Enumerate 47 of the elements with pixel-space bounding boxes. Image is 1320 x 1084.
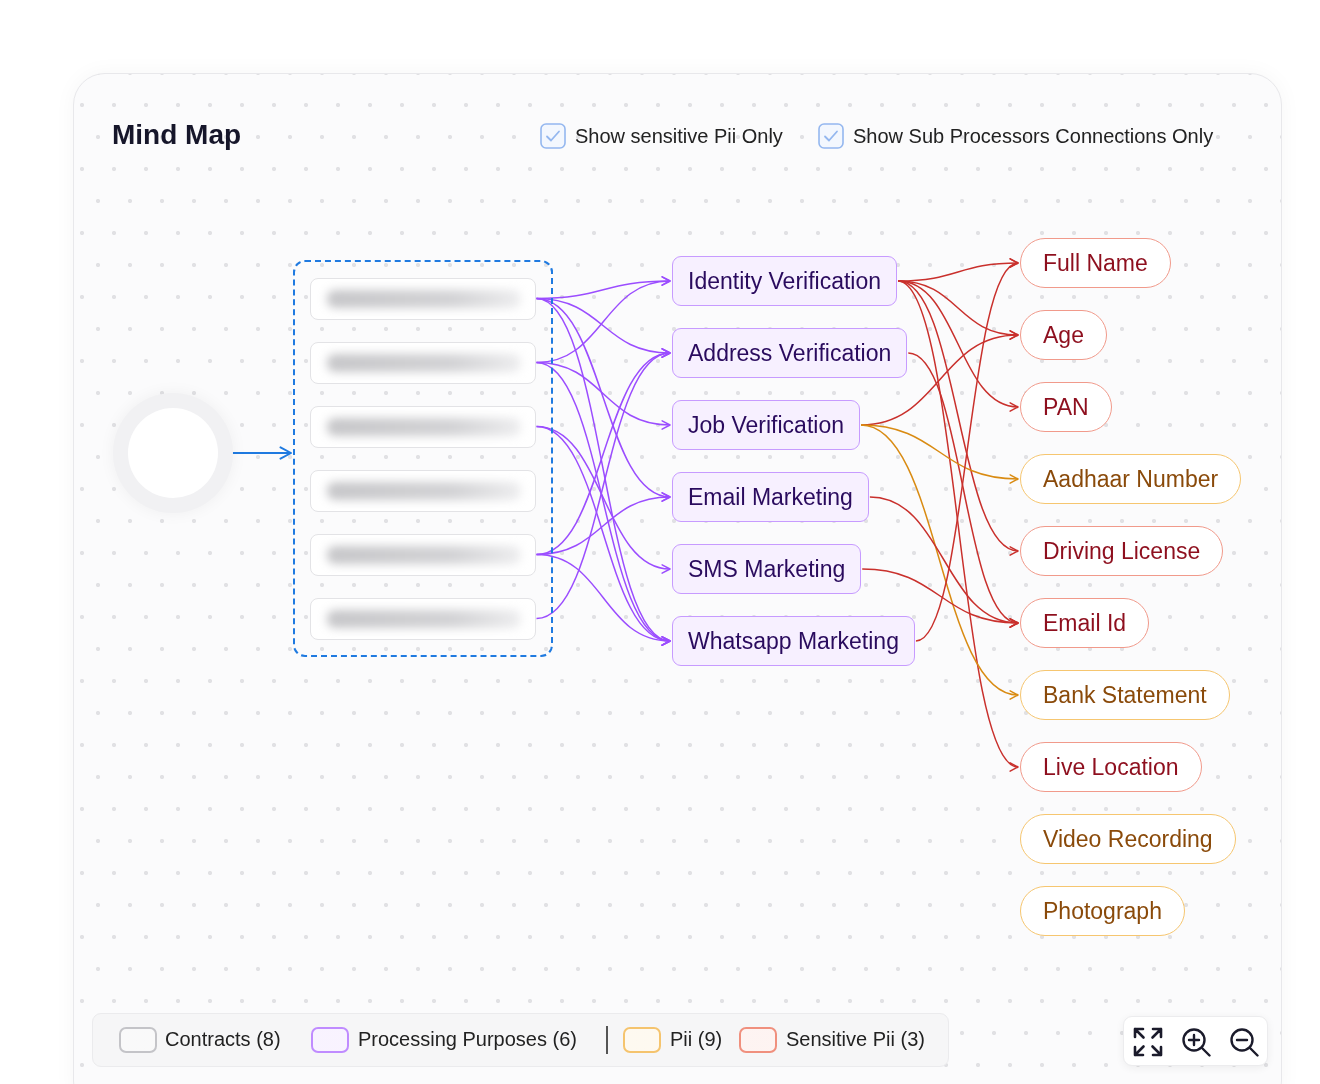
legend-label: Contracts (8) [165, 1027, 281, 1052]
pii-label: Aadhaar Number [1043, 465, 1219, 493]
purpose-box [672, 400, 860, 450]
legend-label: Pii (9) [670, 1027, 723, 1052]
purpose-box [672, 544, 862, 594]
pii-label: Age [1043, 321, 1084, 349]
purpose-label: Address Verification [688, 339, 892, 367]
pii-label: Video Recording [1043, 825, 1213, 853]
purpose-box [672, 328, 908, 378]
pii-label: Driving License [1043, 537, 1201, 565]
purpose-label: Identity Verification [688, 267, 882, 295]
pii-pill [1020, 382, 1112, 432]
pii-label: Email Id [1043, 609, 1127, 637]
pii-label: PAN [1043, 393, 1089, 421]
purpose-box [672, 616, 915, 666]
pii-pill [1020, 814, 1236, 864]
checkbox-label: Show Sub Processors Connections Only [853, 124, 1214, 148]
checkbox-label: Show sensitive Pii Only [575, 124, 783, 148]
dashed-group-box [293, 260, 553, 657]
legend-label: Processing Purposes (6) [358, 1027, 577, 1052]
pii-pill [1020, 238, 1171, 288]
pii-label: Bank Statement [1043, 681, 1207, 709]
pii-pill [1020, 670, 1230, 720]
pii-pill [1020, 598, 1150, 648]
blurred-item-box [309, 405, 536, 448]
purpose-box [672, 256, 898, 306]
blurred-item-box [309, 469, 536, 512]
pii-pill [1020, 310, 1107, 360]
purpose-label: Email Marketing [688, 483, 853, 511]
blurred-item-box [309, 341, 536, 384]
panel-title: Mind Map [112, 118, 242, 152]
pii-pill [1020, 742, 1202, 792]
pii-pill [1020, 886, 1185, 936]
legend-label: Sensitive Pii (3) [786, 1027, 925, 1052]
blurred-item-box [309, 533, 536, 576]
pii-label: Live Location [1043, 753, 1179, 781]
purpose-label: Job Verification [688, 411, 844, 439]
purpose-label: SMS Marketing [688, 555, 846, 583]
connector-arrow [535, 553, 671, 646]
pii-label: Photograph [1043, 897, 1162, 925]
purpose-label: Whatsapp Marketing [688, 627, 899, 655]
blurred-item-box [309, 597, 536, 640]
pii-label: Full Name [1043, 249, 1148, 277]
purpose-box [672, 472, 869, 522]
pii-pill [1020, 454, 1242, 504]
blurred-item-box [309, 277, 536, 320]
pii-pill [1020, 526, 1224, 576]
